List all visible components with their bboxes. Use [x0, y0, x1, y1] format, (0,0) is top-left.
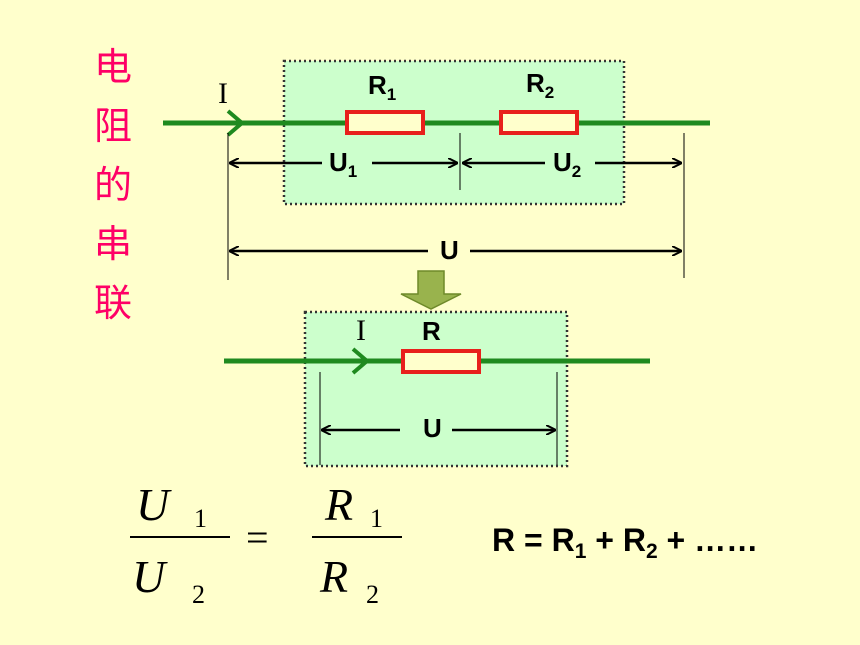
ratio-num-right-sub: 1 — [370, 504, 383, 533]
u1-letter: U — [329, 147, 348, 177]
u2-subscript: 2 — [571, 162, 582, 181]
r2-label: R2 — [526, 68, 554, 103]
bottom-current-label: I — [356, 314, 366, 347]
u2-letter: U — [553, 147, 572, 177]
formula-plus: + — [586, 522, 623, 558]
top-current-arrow — [226, 109, 246, 137]
bottom-u-label: U — [423, 413, 442, 443]
formula-equals: = — [515, 522, 552, 558]
ratio-equals: = — [246, 515, 269, 560]
formula-r1-sub: 1 — [574, 540, 587, 563]
vertical-title: 电 阻 的 串 联 — [88, 38, 138, 333]
title-char: 电 — [93, 45, 132, 89]
r1-subscript: 1 — [386, 85, 397, 104]
formula-tail: + …… — [657, 522, 759, 558]
formula-r: R — [492, 522, 516, 558]
formula-r2-sub: 2 — [645, 540, 658, 563]
formula-r1: R — [551, 522, 575, 558]
resistor-r1 — [345, 110, 425, 135]
ratio-den-right-sub: 2 — [366, 580, 379, 609]
ratio-num-left: U — [136, 479, 170, 530]
resistor-r — [401, 349, 481, 374]
ratio-den-left-sub: 2 — [192, 580, 205, 609]
title-char: 串 — [93, 222, 132, 266]
u-total-label: U — [440, 235, 459, 265]
formula-r2: R — [622, 522, 646, 558]
bottom-current-arrow — [351, 347, 371, 375]
r2-subscript: 2 — [544, 83, 555, 102]
transform-arrow — [400, 270, 462, 310]
u1-label: U1 — [329, 147, 357, 182]
ratio-num-right: R — [325, 479, 354, 530]
r1-label: R1 — [368, 70, 396, 105]
ratio-den-right: R — [320, 551, 349, 602]
r2-letter: R — [526, 68, 545, 98]
series-resistance-formula: R = R1 + R2 + …… — [492, 522, 758, 564]
resistor-r2 — [499, 110, 579, 135]
ratio-den-left: U — [132, 551, 166, 602]
u2-label: U2 — [553, 147, 581, 182]
title-char: 的 — [93, 163, 132, 207]
r1-letter: R — [368, 70, 387, 100]
ratio-num-left-sub: 1 — [194, 504, 207, 533]
u1-subscript: 1 — [347, 162, 358, 181]
top-current-label: I — [218, 77, 228, 110]
title-char: 阻 — [93, 104, 132, 148]
bottom-equivalent-box — [303, 310, 569, 468]
title-char: 联 — [93, 281, 132, 325]
r-label: R — [422, 316, 441, 346]
